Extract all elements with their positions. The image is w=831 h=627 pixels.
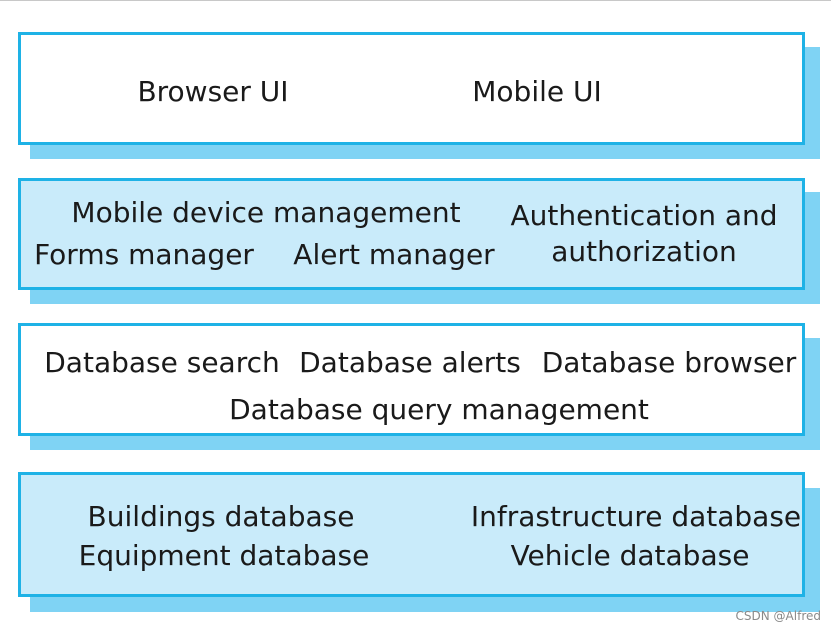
database-alerts-label: Database alerts xyxy=(299,346,521,379)
database-query-management-label: Database query management xyxy=(229,393,649,426)
authorization-label: authorization xyxy=(551,235,737,268)
watermark-text: CSDN @Alfred xyxy=(735,609,821,623)
infrastructure-database-label: Infrastructure database xyxy=(470,500,802,533)
equipment-database-label: Equipment database xyxy=(78,539,370,572)
services-layer-box: Mobile device management Forms manager A… xyxy=(18,178,805,290)
screenshot-top-border xyxy=(0,0,831,1)
database-services-layer-box: Database search Database alerts Database… xyxy=(18,323,805,436)
mobile-ui-label: Mobile UI xyxy=(472,75,602,108)
mobile-device-management-label: Mobile device management xyxy=(71,196,461,229)
authentication-label: Authentication and xyxy=(510,199,778,232)
browser-ui-label: Browser UI xyxy=(137,75,289,108)
database-browser-label: Database browser xyxy=(541,346,797,379)
buildings-database-label: Buildings database xyxy=(87,500,355,533)
ui-layer-box: Browser UI Mobile UI xyxy=(18,32,805,145)
data-layer-box: Buildings database Equipment database In… xyxy=(18,472,805,597)
database-search-label: Database search xyxy=(44,346,280,379)
alert-manager-label: Alert manager xyxy=(293,238,495,271)
forms-manager-label: Forms manager xyxy=(34,238,254,271)
vehicle-database-label: Vehicle database xyxy=(510,539,750,572)
